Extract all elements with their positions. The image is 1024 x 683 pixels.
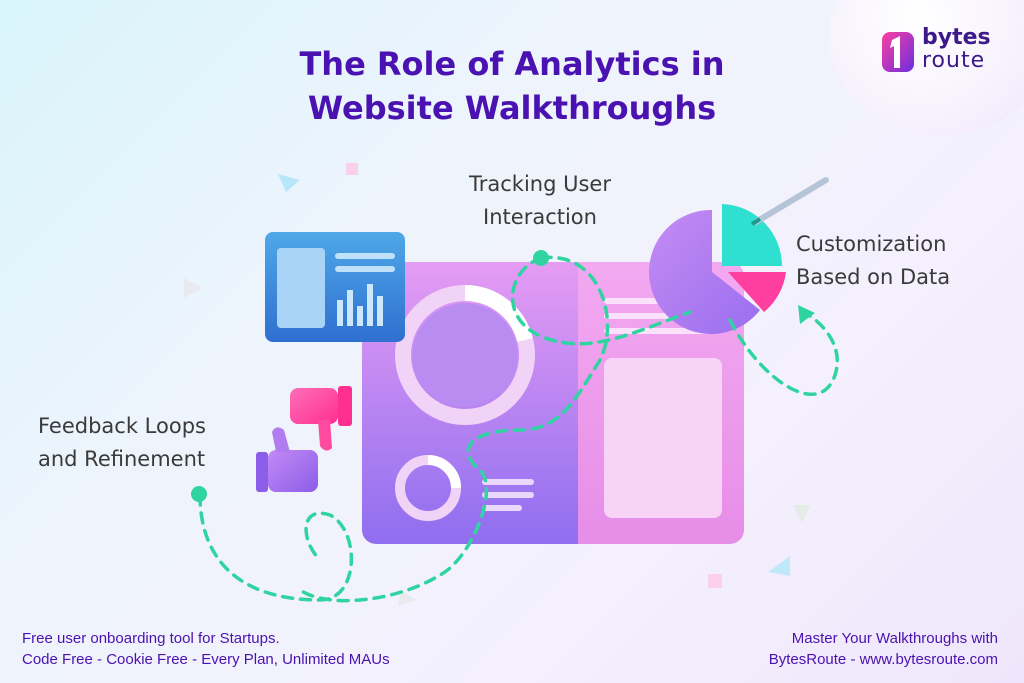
confetti-triangle-3 [793, 505, 811, 523]
footer-left-line2: Code Free - Cookie Free - Every Plan, Un… [22, 651, 390, 668]
footer-left: Free user onboarding tool for Startups. … [22, 628, 502, 670]
confetti-triangle-5 [398, 590, 416, 606]
confetti-triangle-4 [768, 556, 790, 576]
label-customization: Customization Based on Data [796, 228, 996, 294]
label-customization-line1: Customization [796, 232, 947, 256]
logo-icon [882, 32, 914, 72]
label-tracking-line1: Tracking User [469, 172, 611, 196]
pie-chart-icon [649, 177, 829, 334]
dashboard-icon [265, 232, 405, 342]
pen-icon [753, 177, 829, 225]
footer-left-line1: Free user onboarding tool for Startups. [22, 630, 280, 647]
logo-text-line2: route [922, 48, 986, 73]
confetti-square-2 [708, 574, 722, 588]
label-customization-line2: Based on Data [796, 265, 951, 289]
node-dot-feedback [191, 486, 207, 502]
confetti-triangle-1 [278, 174, 300, 192]
label-tracking: Tracking User Interaction [440, 168, 640, 234]
footer-right-line1: Master Your Walkthroughs with [791, 630, 998, 647]
analytics-board [362, 262, 744, 544]
arrow-head [798, 305, 815, 324]
label-feedback-line2: and Refinement [38, 447, 206, 471]
confetti-square-1 [346, 163, 358, 175]
logo-text-line1: bytes [922, 25, 991, 50]
label-tracking-line2: Interaction [483, 205, 597, 229]
label-feedback-line1: Feedback Loops [38, 414, 206, 438]
connector-paths [198, 255, 839, 603]
page-title: The Role of Analytics in Website Walkthr… [0, 42, 1024, 130]
title-line-1: The Role of Analytics in [299, 45, 725, 83]
confetti-triangle-2 [184, 278, 202, 298]
thumbs-down-icon [290, 386, 352, 451]
logo-text: bytes route [922, 26, 991, 72]
footer-right: Master Your Walkthroughs with BytesRoute… [638, 628, 998, 670]
label-feedback: Feedback Loops and Refinement [38, 410, 258, 476]
title-line-2: Website Walkthroughs [307, 89, 717, 127]
footer-right-line2: BytesRoute - www.bytesroute.com [768, 651, 998, 668]
thumbs-up-icon [256, 427, 318, 492]
node-dot-tracking [533, 250, 549, 266]
